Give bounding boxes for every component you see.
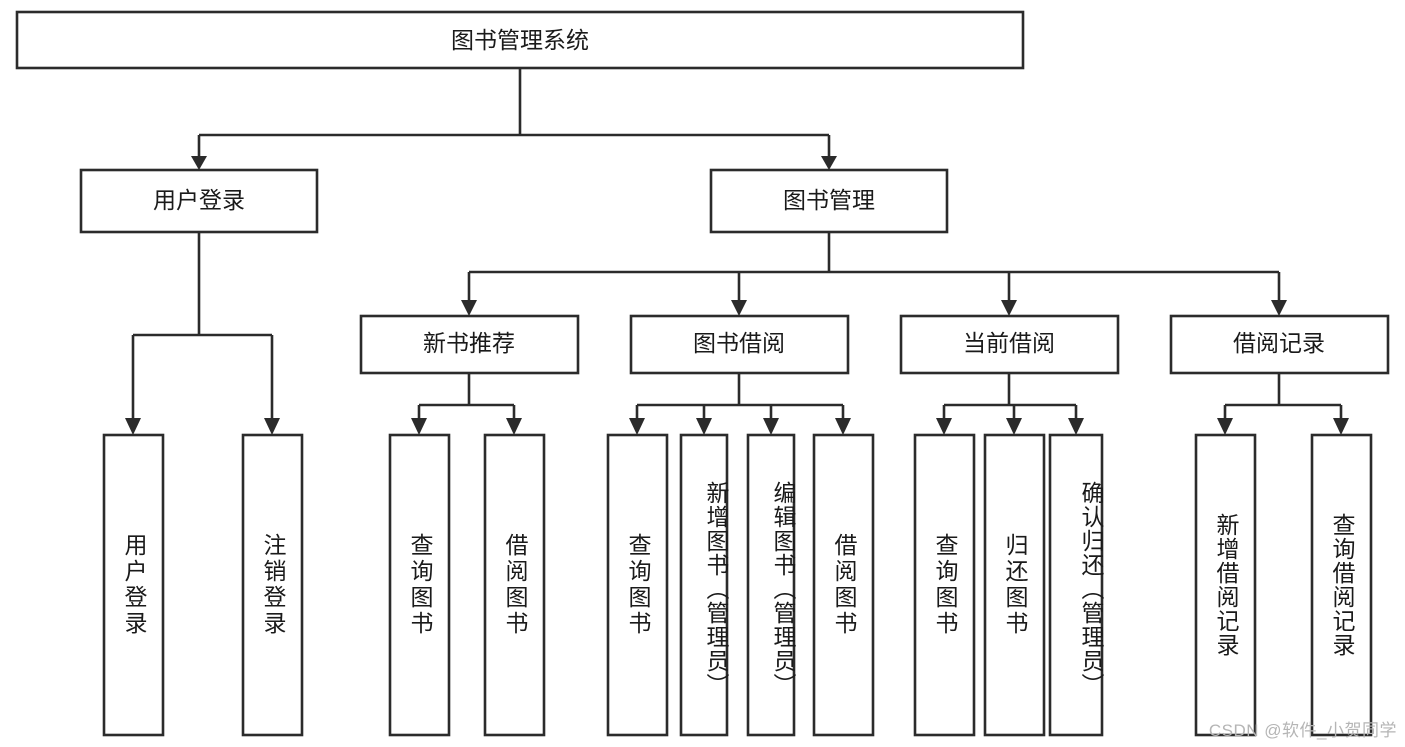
node-borrow-record-label: 借阅记录 (1233, 330, 1325, 356)
arrowhead-icon (629, 418, 645, 435)
arrowhead-icon (1006, 418, 1022, 435)
arrowhead-icon (1217, 418, 1233, 435)
node-root-box[interactable] (15, 10, 1025, 70)
node-user-login-box[interactable] (79, 168, 319, 234)
arrowhead-icon (696, 418, 712, 435)
node-new-book-rec[interactable]: 新书推荐 (359, 314, 580, 375)
node-book-borrow-box[interactable] (629, 314, 850, 375)
arrowhead-icon (821, 156, 837, 170)
leaf-box-query-record[interactable] (1310, 433, 1373, 737)
node-user-login-label: 用户登录 (153, 187, 245, 213)
leaf-box-query-book-2[interactable] (606, 433, 669, 737)
leaf-box-add-book[interactable] (679, 433, 729, 737)
arrowhead-icon (264, 418, 280, 435)
arrowhead-icon (411, 418, 427, 435)
arrowhead-icon (191, 156, 207, 170)
arrowhead-icon (763, 418, 779, 435)
leaf-box-user-login[interactable] (102, 433, 165, 737)
node-current-borrow-label: 当前借阅 (963, 330, 1055, 356)
watermark-text: CSDN @软件_小贺同学 (1208, 721, 1397, 740)
node-current-borrow[interactable]: 当前借阅 (899, 314, 1120, 375)
arrowhead-icon (936, 418, 952, 435)
node-book-manage-box[interactable] (709, 168, 949, 234)
arrowhead-icon (731, 300, 747, 316)
leaf-boxes-group (102, 433, 1373, 737)
node-book-manage-label: 图书管理 (783, 187, 875, 213)
arrowhead-icon (461, 300, 477, 316)
node-borrow-record-box[interactable] (1169, 314, 1390, 375)
leaf-box-add-record[interactable] (1194, 433, 1257, 737)
node-borrow-record[interactable]: 借阅记录 (1169, 314, 1390, 375)
node-root-label: 图书管理系统 (451, 27, 589, 53)
arrowhead-icon (1271, 300, 1287, 316)
leaf-box-confirm-return[interactable] (1048, 433, 1104, 737)
leaf-box-logout[interactable] (241, 433, 304, 737)
leaf-box-return-book[interactable] (983, 433, 1046, 737)
node-new-book-rec-label: 新书推荐 (423, 330, 515, 356)
leaf-box-query-book-1[interactable] (388, 433, 451, 737)
arrowhead-icon (835, 418, 851, 435)
arrowhead-icon (125, 418, 141, 435)
arrowhead-icon (1001, 300, 1017, 316)
node-user-login[interactable]: 用户登录 (79, 168, 319, 234)
leaf-box-borrow-book-2[interactable] (812, 433, 875, 737)
node-book-borrow-label: 图书借阅 (693, 330, 785, 356)
node-current-borrow-box[interactable] (899, 314, 1120, 375)
arrowhead-icon (1068, 418, 1084, 435)
arrowhead-group (125, 156, 1349, 435)
node-book-manage[interactable]: 图书管理 (709, 168, 949, 234)
node-new-book-rec-box[interactable] (359, 314, 580, 375)
node-root[interactable]: 图书管理系统 (15, 10, 1025, 70)
leaf-box-borrow-book-1[interactable] (483, 433, 546, 737)
arrowhead-icon (506, 418, 522, 435)
arrowhead-icon (1333, 418, 1349, 435)
leaf-box-edit-book[interactable] (746, 433, 796, 737)
node-book-borrow[interactable]: 图书借阅 (629, 314, 850, 375)
leaf-box-query-book-3[interactable] (913, 433, 976, 737)
